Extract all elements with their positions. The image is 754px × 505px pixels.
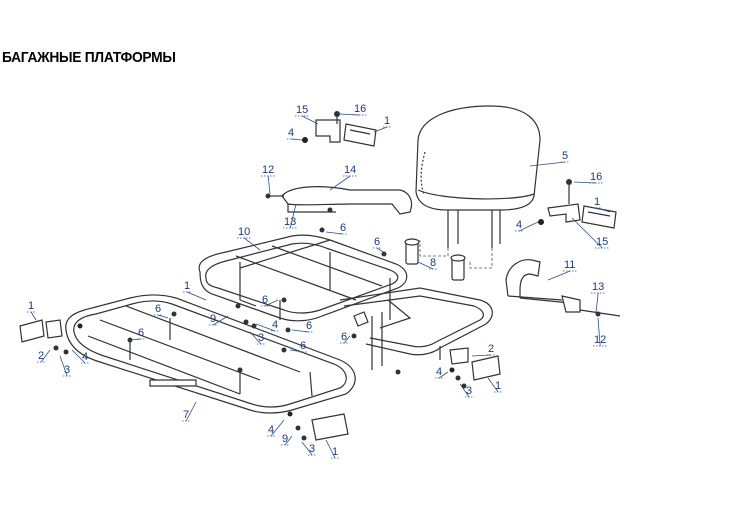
callout-leader xyxy=(438,371,449,379)
backrest-cushion xyxy=(415,105,541,248)
callout-number: 10 xyxy=(238,226,250,238)
callout-number: 2 xyxy=(38,350,44,362)
callout-leader xyxy=(301,441,313,456)
callout-number: 8 xyxy=(430,257,436,269)
reflector-bottom xyxy=(287,411,349,441)
callout-number: 12 xyxy=(594,334,606,346)
callout-number: 4 xyxy=(436,366,442,378)
callout-number: 3 xyxy=(64,364,70,376)
callout-number: 13 xyxy=(284,216,296,228)
callout-leader xyxy=(417,261,434,270)
front-rack-7 xyxy=(65,294,356,414)
callout-number: 13 xyxy=(592,281,604,293)
callout-leader xyxy=(157,314,169,319)
callout-number: 1 xyxy=(332,446,338,458)
callout-number: 9 xyxy=(282,433,288,445)
callout-number: 1 xyxy=(384,115,390,127)
fasteners xyxy=(127,227,401,375)
callout-leader xyxy=(571,217,603,249)
callout-leader xyxy=(597,317,601,347)
callout-number: 1 xyxy=(594,196,600,208)
callout-leader xyxy=(267,175,271,195)
callout-leader xyxy=(596,207,611,213)
callout-leader xyxy=(186,291,207,301)
callout-number: 2 xyxy=(488,343,494,355)
callout-leader xyxy=(284,435,293,446)
grab-handle-11 xyxy=(505,259,621,317)
callout-number: 5 xyxy=(562,150,568,162)
callout-leader xyxy=(264,299,279,307)
callout-number: 6 xyxy=(374,236,380,248)
callout-leader xyxy=(129,338,142,341)
callout-number: 7 xyxy=(183,409,189,421)
bracket-assembly-right xyxy=(538,179,617,229)
callout-leader xyxy=(185,401,197,422)
callout-leader xyxy=(487,377,499,393)
callout-number: 1 xyxy=(184,280,190,292)
callout-number: 6 xyxy=(341,331,347,343)
callout-number: 12 xyxy=(262,164,274,176)
callout-number: 16 xyxy=(354,103,366,115)
callout-number: 4 xyxy=(516,219,522,231)
callout-leader xyxy=(595,292,599,313)
callout-number: 4 xyxy=(268,424,274,436)
grab-handle-14 xyxy=(265,186,413,215)
callout-number: 4 xyxy=(272,319,278,331)
callout-leader xyxy=(289,349,304,353)
callout-leader xyxy=(291,138,303,141)
callout-leader xyxy=(270,419,285,437)
callout-number: 6 xyxy=(262,294,268,306)
callout-leader xyxy=(302,115,319,125)
mid-frame-tubes xyxy=(339,287,493,370)
callout-leader xyxy=(529,161,566,167)
mount-post-8 xyxy=(404,238,466,281)
callout-leader xyxy=(343,335,351,344)
reflector-left xyxy=(19,319,83,355)
page-title: БАГАЖНЫЕ ПЛАТФОРМЫ xyxy=(2,49,176,66)
bracket-assembly-top xyxy=(302,111,377,147)
callout-leader xyxy=(212,315,229,326)
callout-number: 1 xyxy=(495,380,501,392)
callout-leader xyxy=(376,247,387,255)
callout-leader xyxy=(518,221,539,232)
callout-leader xyxy=(249,331,262,345)
callout-leader xyxy=(40,349,51,363)
callout-number: 6 xyxy=(340,222,346,234)
callout-leader xyxy=(255,323,276,332)
callout-number: 6 xyxy=(300,340,306,352)
callout-leader xyxy=(71,349,86,364)
callout-number: 15 xyxy=(296,104,308,116)
callout-number: 11 xyxy=(564,259,575,271)
callout-leader xyxy=(325,439,336,459)
callout-leader xyxy=(289,203,297,229)
callout-leader xyxy=(459,383,470,398)
rear-rack-10 xyxy=(198,234,408,322)
callout-number: 6 xyxy=(155,303,161,315)
callout-leader xyxy=(243,237,261,251)
callout-number: 4 xyxy=(82,351,88,363)
reflector-right-lower xyxy=(449,347,501,389)
callout-number: 16 xyxy=(590,171,602,183)
callout-number: 6 xyxy=(138,327,144,339)
callout-leader xyxy=(373,126,388,133)
callout-number: 1 xyxy=(28,300,34,312)
callout-leader xyxy=(30,311,37,321)
callout-number: 3 xyxy=(309,443,315,455)
callout-leader xyxy=(59,355,68,377)
callout-leader xyxy=(547,270,571,281)
callout-number: 3 xyxy=(466,385,472,397)
callout-number: 15 xyxy=(596,236,608,248)
callout-number: 4 xyxy=(288,127,294,139)
callout-number: 6 xyxy=(306,320,312,332)
callout-leader xyxy=(329,175,351,191)
callout-number: 14 xyxy=(344,164,356,176)
callout-number: 3 xyxy=(258,332,264,344)
callout-number: 9 xyxy=(210,313,216,325)
